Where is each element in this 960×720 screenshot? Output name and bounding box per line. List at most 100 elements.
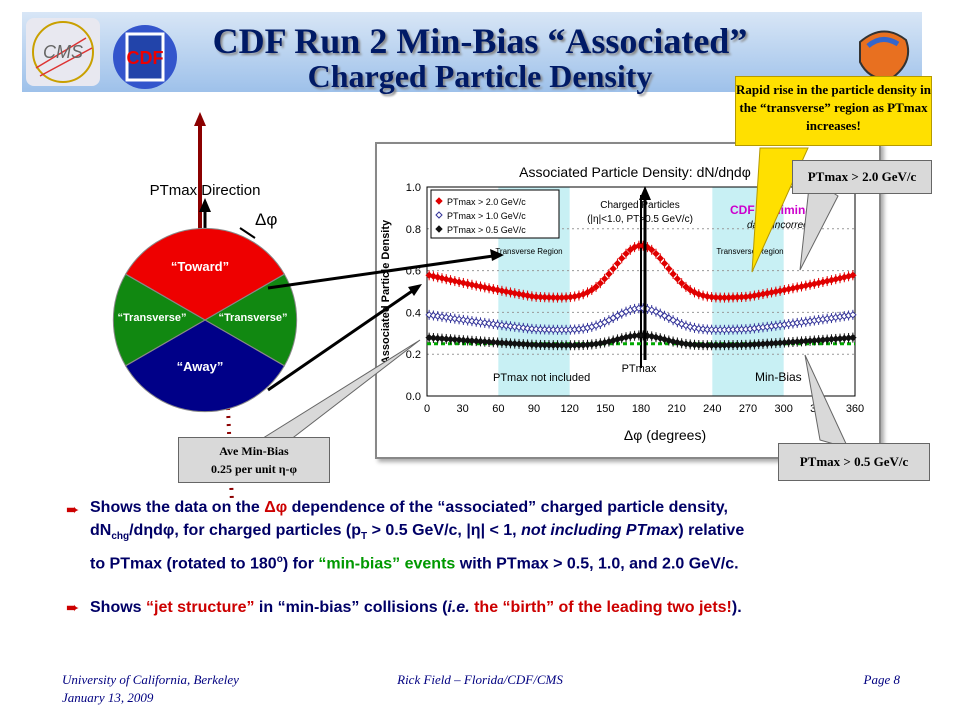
cms-logo-text: CMS — [43, 42, 83, 62]
y-axis-label: Associated Particle Density — [380, 219, 392, 364]
away-label: “Away” — [177, 359, 224, 374]
y-tick-label: 0.2 — [406, 349, 421, 361]
data-point — [446, 276, 455, 284]
min-bias-label: Min-Bias — [755, 370, 802, 384]
data-point — [485, 319, 493, 328]
data-point — [660, 335, 669, 344]
footer-left-line2: January 13, 2009 — [62, 690, 154, 705]
data-uncorrected-label: data uncorrected — [747, 220, 822, 231]
y-tick-label: 1.0 — [406, 182, 421, 194]
data-point — [468, 281, 476, 289]
data-point — [656, 254, 664, 263]
ptmax-not-included-label: PTmax not included — [493, 372, 590, 384]
transverse-left-label: “Transverse” — [117, 312, 186, 324]
data-point — [673, 318, 682, 326]
data-point — [502, 322, 510, 330]
x-tick-label: 90 — [528, 403, 540, 415]
direction-arrow-icon — [199, 198, 211, 212]
dphi-label: Δφ — [255, 210, 277, 229]
data-point — [489, 320, 498, 328]
data-point — [652, 333, 660, 341]
y-tick-label: 0.8 — [406, 224, 421, 236]
data-point — [455, 315, 463, 324]
data-point — [695, 290, 703, 298]
bullet-arrow-icon: ➨ — [66, 502, 80, 519]
data-point — [682, 340, 690, 348]
data-point — [459, 279, 468, 287]
data-point — [600, 275, 609, 283]
data-point — [647, 246, 656, 254]
ave-min-bias-line1: Ave Min-Bias — [219, 444, 289, 458]
data-point — [442, 313, 450, 322]
data-point — [849, 311, 857, 319]
data-point — [438, 274, 446, 282]
data-point — [506, 288, 515, 297]
data-point — [438, 313, 446, 321]
data-point — [485, 284, 493, 292]
transverse-region-left-label: Transverse Region — [495, 247, 562, 256]
data-point — [519, 324, 528, 332]
x-tick-label: 120 — [560, 403, 578, 415]
data-point — [429, 272, 438, 280]
data-point — [523, 291, 532, 300]
data-point — [451, 277, 459, 285]
data-point — [451, 314, 459, 323]
x-tick-label: 270 — [739, 403, 757, 415]
x-tick-label: 360 — [846, 403, 864, 415]
cms-logo: CMS — [26, 18, 100, 86]
data-point — [609, 265, 617, 273]
data-point — [498, 287, 506, 295]
data-point — [523, 324, 532, 333]
data-point — [493, 320, 502, 329]
ave-min-bias-callout: Ave Min-Bias 0.25 per unit η-φ — [178, 437, 330, 483]
ptmax-2-callout: PTmax > 2.0 GeV/c — [792, 160, 932, 194]
y-tick-label: 0.4 — [406, 307, 421, 319]
bullet-1-line2: dNchg/dηdφ, for charged particles (pT > … — [90, 522, 745, 543]
bullet-arrow-icon: ➨ — [66, 600, 80, 617]
x-tick-label: 30 — [457, 403, 469, 415]
legend-box — [430, 189, 560, 239]
legend-entry: PTmax > 2.0 GeV/c — [447, 197, 526, 207]
data-point — [596, 279, 605, 287]
ptmax-direction-label: PTmax Direction — [150, 182, 261, 199]
y-tick-label: 0.0 — [406, 391, 421, 403]
data-point — [468, 317, 476, 325]
bullet-1-line3: to PTmax (rotated to 180o) for “min-bias… — [90, 554, 739, 573]
data-point — [463, 316, 472, 325]
x-tick-label: 210 — [667, 403, 685, 415]
data-point — [511, 323, 519, 331]
data-point — [665, 336, 673, 345]
transverse-right-label: “Transverse” — [218, 312, 287, 324]
page-title-line2: Charged Particle Density — [307, 58, 653, 94]
data-point — [472, 318, 480, 326]
data-point — [849, 333, 857, 342]
ave-min-bias-line2: 0.25 per unit η-φ — [210, 462, 298, 476]
data-point — [665, 314, 673, 322]
x-tick-label: 180 — [632, 403, 650, 415]
data-point — [652, 249, 660, 258]
data-point — [673, 275, 682, 283]
annotation-charged: Charged Particles — [600, 200, 679, 211]
data-point — [669, 316, 677, 324]
legend-entry: PTmax > 0.5 GeV/c — [447, 225, 526, 235]
legend-entry: PTmax > 1.0 GeV/c — [447, 211, 526, 221]
footer-center: Rick Field – Florida/CDF/CMS — [397, 672, 563, 687]
plot-area — [426, 186, 856, 397]
data-point — [429, 311, 438, 320]
data-point — [506, 322, 515, 330]
data-point — [699, 291, 707, 300]
footer-left-line1: University of California, Berkeley — [62, 672, 239, 687]
data-point — [660, 259, 669, 268]
data-point — [849, 271, 857, 279]
data-point — [647, 306, 656, 314]
data-point — [425, 311, 433, 319]
footer-page-number: Page 8 — [863, 672, 900, 687]
bullet-2: Shows “jet structure” in “min-bias” coll… — [90, 599, 742, 616]
chart-title: Associated Particle Density: dN/dηdφ — [519, 164, 751, 180]
x-axis-label: Δφ (degrees) — [624, 427, 706, 443]
ptmax-05-callout: PTmax > 0.5 GeV/c — [778, 443, 930, 481]
rapid-rise-callout: Rapid rise in the particle density in th… — [735, 76, 932, 146]
